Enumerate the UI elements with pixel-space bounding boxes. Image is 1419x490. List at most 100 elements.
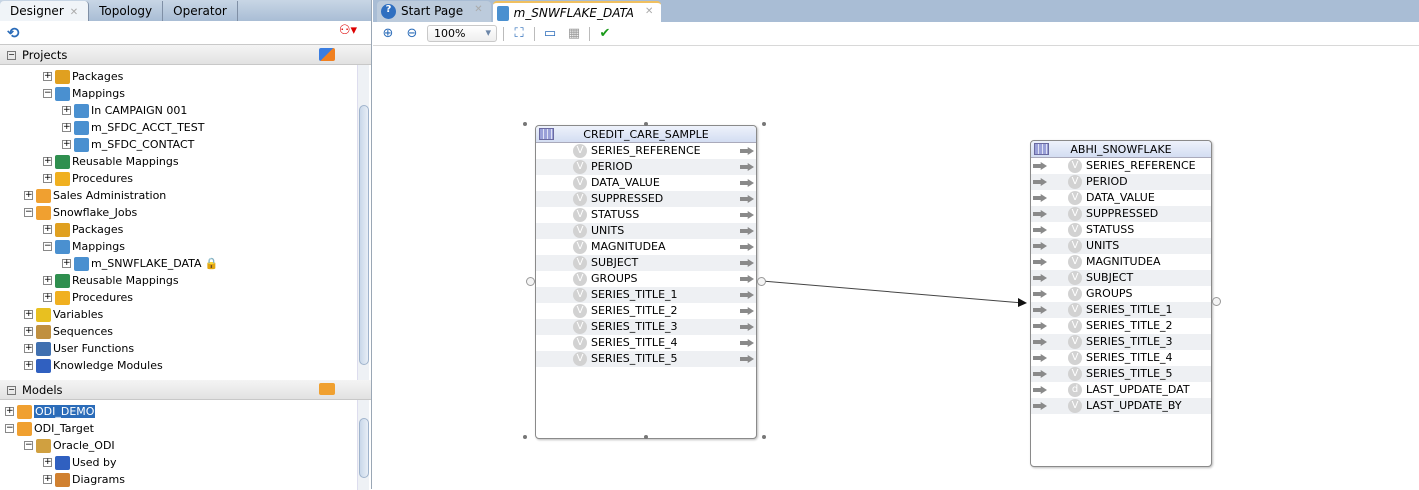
resize-handle[interactable] [762, 122, 766, 126]
expand-icon[interactable]: + [43, 292, 52, 302]
tree-item[interactable]: +Procedures [43, 170, 133, 187]
resize-handle[interactable] [523, 122, 527, 126]
input-arrow-icon[interactable] [1033, 370, 1047, 378]
input-arrow-icon[interactable] [1033, 162, 1047, 170]
new-project-icon[interactable] [319, 48, 335, 61]
expand-icon[interactable]: + [24, 360, 33, 370]
tree-item[interactable]: +Knowledge Modules [24, 357, 163, 374]
expand-icon[interactable]: + [62, 139, 71, 149]
expand-icon[interactable]: + [43, 71, 52, 81]
input-arrow-icon[interactable] [1033, 306, 1047, 314]
expand-icon[interactable]: + [43, 275, 52, 285]
expand-icon[interactable]: + [43, 156, 52, 166]
output-arrow-icon[interactable] [740, 339, 754, 347]
tree-item[interactable]: +m_SNWFLAKE_DATA🔒 [62, 255, 218, 272]
resize-handle[interactable] [644, 122, 648, 126]
scroll-thumb[interactable] [359, 418, 369, 478]
input-arrow-icon[interactable] [1033, 386, 1047, 394]
tab-designer[interactable]: Designer✕ [0, 1, 90, 21]
resize-handle[interactable] [523, 435, 527, 439]
expand-icon[interactable]: + [43, 173, 52, 183]
input-arrow-icon[interactable] [1033, 290, 1047, 298]
tree-item[interactable]: +Procedures [43, 289, 133, 306]
tree-item[interactable]: +Diagrams [43, 471, 125, 488]
tree-item[interactable]: +ODI_DEMO [5, 403, 96, 420]
resize-handle[interactable] [644, 435, 648, 439]
collapse-icon[interactable]: − [24, 440, 33, 450]
tree-item[interactable]: +Sequences [24, 323, 113, 340]
expand-icon[interactable]: + [43, 457, 52, 467]
collapse-icon[interactable]: − [5, 423, 14, 433]
expand-icon[interactable]: + [24, 309, 33, 319]
collapse-icon[interactable]: − [7, 385, 16, 395]
input-arrow-icon[interactable] [1033, 402, 1047, 410]
tree-item[interactable]: +m_SFDC_ACCT_TEST [62, 119, 204, 136]
expand-icon[interactable]: + [5, 406, 14, 416]
tree-item[interactable]: +Packages [43, 68, 123, 85]
collapse-icon[interactable]: − [43, 88, 52, 98]
zoom-select[interactable]: 100% [427, 25, 497, 42]
output-arrow-icon[interactable] [740, 259, 754, 267]
tree-item[interactable]: +Used by [43, 454, 117, 471]
expand-icon[interactable]: + [62, 105, 71, 115]
tree-item[interactable]: −Oracle_ODI [24, 437, 115, 454]
projects-header[interactable]: −Projects [0, 45, 371, 65]
fit-to-window-icon[interactable]: ⛶ [514, 26, 524, 41]
scroll-thumb[interactable] [359, 105, 369, 365]
refresh-icon[interactable]: ⟲ [7, 24, 20, 42]
output-arrow-icon[interactable] [740, 147, 754, 155]
expand-icon[interactable]: + [62, 122, 71, 132]
tab-start-page[interactable]: ?Start Page✕ [377, 1, 491, 22]
collapse-icon[interactable]: − [43, 241, 52, 251]
output-arrow-icon[interactable] [740, 323, 754, 331]
source-in-port[interactable] [526, 277, 535, 286]
input-arrow-icon[interactable] [1033, 242, 1047, 250]
input-arrow-icon[interactable] [1033, 258, 1047, 266]
input-arrow-icon[interactable] [1033, 274, 1047, 282]
target-out-port[interactable] [1212, 297, 1221, 306]
tree-item[interactable]: +Sales Administration [24, 187, 166, 204]
expand-icon[interactable]: + [24, 190, 33, 200]
collapse-icon[interactable]: − [7, 50, 16, 60]
input-arrow-icon[interactable] [1033, 210, 1047, 218]
tree-item[interactable]: +Reusable Mappings [43, 153, 179, 170]
tree-item[interactable]: +m_SFDC_CONTACT [62, 136, 194, 153]
tree-item[interactable]: +In CAMPAIGN 001 [62, 102, 187, 119]
collapse-icon[interactable]: − [24, 207, 33, 217]
tab-m-snwflake-data[interactable]: m_SNWFLAKE_DATA✕ [492, 1, 662, 22]
tab-topology[interactable]: Topology [89, 1, 164, 21]
tree-item[interactable]: +Packages [43, 221, 123, 238]
new-model-icon[interactable] [319, 383, 335, 395]
tree-item[interactable]: −Mappings [43, 85, 125, 102]
close-icon[interactable]: ✕ [474, 4, 483, 15]
expand-icon[interactable]: + [43, 474, 52, 484]
input-arrow-icon[interactable] [1033, 354, 1047, 362]
expand-icon[interactable]: + [24, 326, 33, 336]
tree-item[interactable]: +Variables [24, 306, 103, 323]
output-arrow-icon[interactable] [740, 211, 754, 219]
